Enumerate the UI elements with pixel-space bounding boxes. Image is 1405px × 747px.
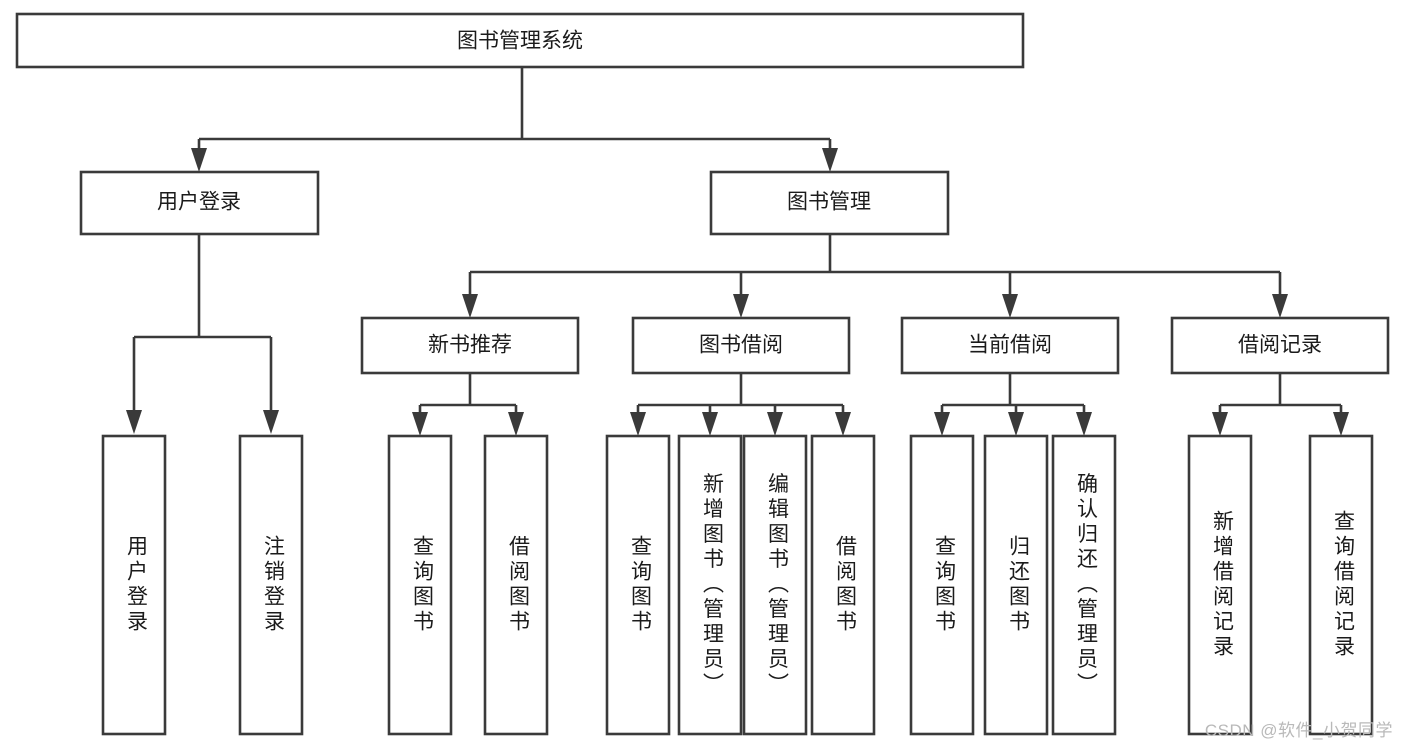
csdn-watermark: CSDN @软件_小贺同学 bbox=[1204, 721, 1393, 740]
leaf-node-logout[interactable]: 注销登录 bbox=[238, 434, 304, 736]
node-borrow-record[interactable]: 借阅记录 bbox=[1170, 316, 1390, 375]
leaf-label: 新增借阅记录 bbox=[1211, 510, 1235, 660]
leaf-box[interactable] bbox=[1051, 434, 1117, 736]
arrow-to-user-login bbox=[191, 148, 207, 172]
connector-layer bbox=[126, 67, 1349, 436]
leaf-node-borrow-book-recommend[interactable]: 借阅图书 bbox=[483, 434, 549, 736]
root-label: 图书管理系统 bbox=[457, 30, 583, 53]
leaf-box[interactable] bbox=[909, 434, 975, 736]
new-book-recommend-label: 新书推荐 bbox=[428, 334, 512, 357]
leaf-box[interactable] bbox=[387, 434, 453, 736]
leaf-label: 借阅图书 bbox=[834, 535, 858, 635]
node-book-management[interactable]: 图书管理 bbox=[709, 170, 950, 236]
leaf-node-borrow-book[interactable]: 借阅图书 bbox=[810, 434, 876, 736]
root-box[interactable] bbox=[15, 12, 1025, 69]
leaf-box[interactable] bbox=[677, 434, 743, 736]
leaf-box[interactable] bbox=[1187, 434, 1253, 736]
book-management-box[interactable] bbox=[709, 170, 950, 236]
arrow-to-book-borrow bbox=[733, 294, 749, 318]
leaf-node-add-borrow-record[interactable]: 新增借阅记录 bbox=[1187, 434, 1253, 736]
arrow-to-leaf-logout bbox=[263, 410, 279, 434]
leaf-node-user-login[interactable]: 用户登录 bbox=[101, 434, 167, 736]
arrow-to-leaf-query-book-2 bbox=[630, 412, 646, 436]
node-current-borrow[interactable]: 当前借阅 bbox=[900, 316, 1120, 375]
arrow-to-leaf-query-book-1 bbox=[412, 412, 428, 436]
leaf-label: 新增图书（管理员） bbox=[701, 473, 725, 698]
book-borrow-label: 图书借阅 bbox=[699, 334, 783, 357]
leaf-box[interactable] bbox=[1308, 434, 1374, 736]
arrow-to-leaf-edit-book bbox=[767, 412, 783, 436]
leaf-label: 确认归还（管理员） bbox=[1075, 473, 1099, 698]
arrow-to-borrow-record bbox=[1272, 294, 1288, 318]
leaf-label: 注销登录 bbox=[262, 535, 286, 635]
user-login-box[interactable] bbox=[79, 170, 320, 236]
node-book-borrow[interactable]: 图书借阅 bbox=[631, 316, 851, 375]
arrow-to-leaf-borrow-book-1 bbox=[508, 412, 524, 436]
leaf-box[interactable] bbox=[742, 434, 808, 736]
leaf-node-query-book-current[interactable]: 查询图书 bbox=[909, 434, 975, 736]
arrow-to-current-borrow bbox=[1002, 294, 1018, 318]
leaf-node-query-book-recommend[interactable]: 查询图书 bbox=[387, 434, 453, 736]
new-book-recommend-box[interactable] bbox=[360, 316, 580, 375]
leaf-label: 查询借阅记录 bbox=[1332, 510, 1356, 660]
arrow-to-leaf-query-record bbox=[1333, 412, 1349, 436]
node-root-book-management-system[interactable]: 图书管理系统 bbox=[15, 12, 1025, 69]
leaf-box[interactable] bbox=[605, 434, 671, 736]
arrow-to-new-book-recommend bbox=[462, 294, 478, 318]
leaf-node-query-borrow-record[interactable]: 查询借阅记录 bbox=[1308, 434, 1374, 736]
leaf-node-confirm-return-admin[interactable]: 确认归还（管理员） bbox=[1051, 434, 1117, 736]
borrow-record-box[interactable] bbox=[1170, 316, 1390, 375]
leaf-box[interactable] bbox=[810, 434, 876, 736]
current-borrow-label: 当前借阅 bbox=[968, 334, 1052, 357]
current-borrow-box[interactable] bbox=[900, 316, 1120, 375]
leaf-node-return-book[interactable]: 归还图书 bbox=[983, 434, 1049, 736]
arrow-to-leaf-add-book bbox=[702, 412, 718, 436]
leaf-node-edit-book-admin[interactable]: 编辑图书（管理员） bbox=[742, 434, 808, 736]
leaf-label: 查询图书 bbox=[629, 535, 653, 635]
node-user-login[interactable]: 用户登录 bbox=[79, 170, 320, 236]
arrow-to-book-mgmt bbox=[822, 148, 838, 172]
arrow-to-leaf-return-book bbox=[1008, 412, 1024, 436]
leaf-label: 用户登录 bbox=[125, 535, 149, 635]
book-management-label: 图书管理 bbox=[787, 191, 871, 214]
leaf-label: 归还图书 bbox=[1007, 535, 1031, 635]
leaf-label: 借阅图书 bbox=[507, 535, 531, 635]
leaf-node-query-book-borrow[interactable]: 查询图书 bbox=[605, 434, 671, 736]
book-borrow-box[interactable] bbox=[631, 316, 851, 375]
leaf-box[interactable] bbox=[238, 434, 304, 736]
node-new-book-recommend[interactable]: 新书推荐 bbox=[360, 316, 580, 375]
arrow-to-leaf-query-book-3 bbox=[934, 412, 950, 436]
user-login-label: 用户登录 bbox=[157, 191, 241, 214]
leaf-box[interactable] bbox=[101, 434, 167, 736]
leaf-node-add-book-admin[interactable]: 新增图书（管理员） bbox=[677, 434, 743, 736]
leaf-box[interactable] bbox=[483, 434, 549, 736]
leaf-label: 编辑图书（管理员） bbox=[766, 473, 790, 698]
arrow-to-leaf-borrow-book-2 bbox=[835, 412, 851, 436]
leaf-label: 查询图书 bbox=[411, 535, 435, 635]
arrow-to-leaf-add-record bbox=[1212, 412, 1228, 436]
arrow-to-leaf-confirm-return bbox=[1076, 412, 1092, 436]
borrow-record-label: 借阅记录 bbox=[1238, 334, 1322, 357]
leaf-box[interactable] bbox=[983, 434, 1049, 736]
leaf-label: 查询图书 bbox=[933, 535, 957, 635]
arrow-to-leaf-user-login bbox=[126, 410, 142, 434]
